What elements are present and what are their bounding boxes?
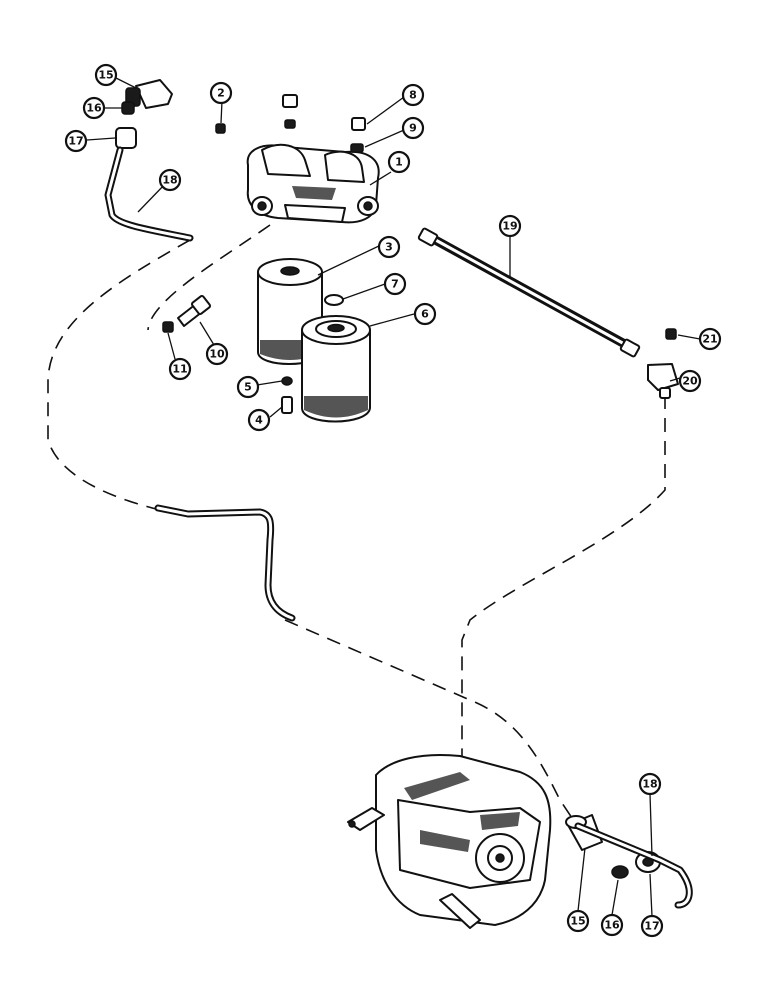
- sleeve-16-top: [121, 101, 135, 115]
- callout-19: 19: [498, 214, 522, 238]
- callout-2: 2: [209, 81, 233, 105]
- callout-label: 1: [395, 156, 403, 169]
- drain-plug-4: [281, 396, 293, 414]
- callout-label: 21: [702, 333, 717, 346]
- fuel-line-18-bottom: [574, 822, 693, 909]
- callout-6: 6: [413, 302, 437, 326]
- nut-17-top: [115, 127, 137, 149]
- callout-label: 16: [86, 102, 102, 115]
- callout-9: 9: [401, 116, 425, 140]
- callout-5: 5: [236, 375, 260, 399]
- bleed-screw-8: [351, 117, 366, 131]
- callout-label: 18: [642, 778, 657, 791]
- callout-label: 11: [172, 363, 187, 376]
- seal-7: [324, 294, 344, 306]
- fuel-line-center: [154, 504, 296, 622]
- callout-7: 7: [383, 272, 407, 296]
- callout-label: 8: [409, 89, 417, 102]
- callout-3: 3: [377, 235, 401, 259]
- sleeve-16-bottom: [611, 865, 629, 879]
- callout-label: 15: [570, 915, 585, 928]
- plug-2: [215, 123, 226, 134]
- dashed-fuel-routes: [47, 224, 666, 831]
- callout-label: 15: [98, 69, 113, 82]
- injection-pump: [347, 754, 552, 929]
- callout-16-top: 16: [82, 96, 106, 120]
- bleed-screw-top: [282, 94, 298, 129]
- callout-18-bottom: 18: [638, 772, 662, 796]
- callout-1: 1: [387, 150, 411, 174]
- callout-label: 4: [255, 414, 263, 427]
- callout-label: 2: [217, 87, 225, 100]
- callout-label: 18: [162, 174, 177, 187]
- callout-label: 3: [385, 241, 393, 254]
- filter-element-6: [301, 315, 371, 423]
- callout-15-bottom: 15: [566, 909, 590, 933]
- callout-label: 6: [421, 308, 429, 321]
- washer-5: [281, 376, 293, 386]
- callout-label: 17: [68, 135, 83, 148]
- filter-head: [246, 143, 380, 224]
- callout-4: 4: [247, 408, 271, 432]
- callout-label: 16: [604, 919, 620, 932]
- callout-20: 20: [678, 369, 702, 393]
- callout-label: 17: [644, 920, 659, 933]
- callout-21: 21: [698, 327, 722, 351]
- plug-21: [665, 328, 677, 340]
- callout-label: 9: [409, 122, 417, 135]
- bolt-10: [177, 294, 212, 327]
- callout-label: 20: [682, 375, 698, 388]
- callout-16-bottom: 16: [600, 913, 624, 937]
- callout-17-bottom: 17: [640, 914, 664, 938]
- callout-10: 10: [205, 342, 229, 366]
- hose-19: [417, 227, 641, 358]
- leader-lines: [86, 77, 701, 917]
- callout-label: 7: [391, 278, 399, 291]
- fuel-line-18-top: [104, 146, 194, 242]
- callout-18-top: 18: [158, 168, 182, 192]
- callout-label: 10: [209, 348, 225, 361]
- tee-fitting-20: [647, 363, 679, 399]
- callout-8: 8: [401, 83, 425, 107]
- callout-15-top: 15: [94, 63, 118, 87]
- elbow-fitting-15-top: [125, 79, 173, 109]
- callout-label: 19: [502, 220, 517, 233]
- callout-11: 11: [168, 357, 192, 381]
- callout-17-top: 17: [64, 129, 88, 153]
- washer-9: [350, 143, 364, 153]
- callout-label: 5: [244, 381, 252, 394]
- nut-11: [162, 321, 174, 333]
